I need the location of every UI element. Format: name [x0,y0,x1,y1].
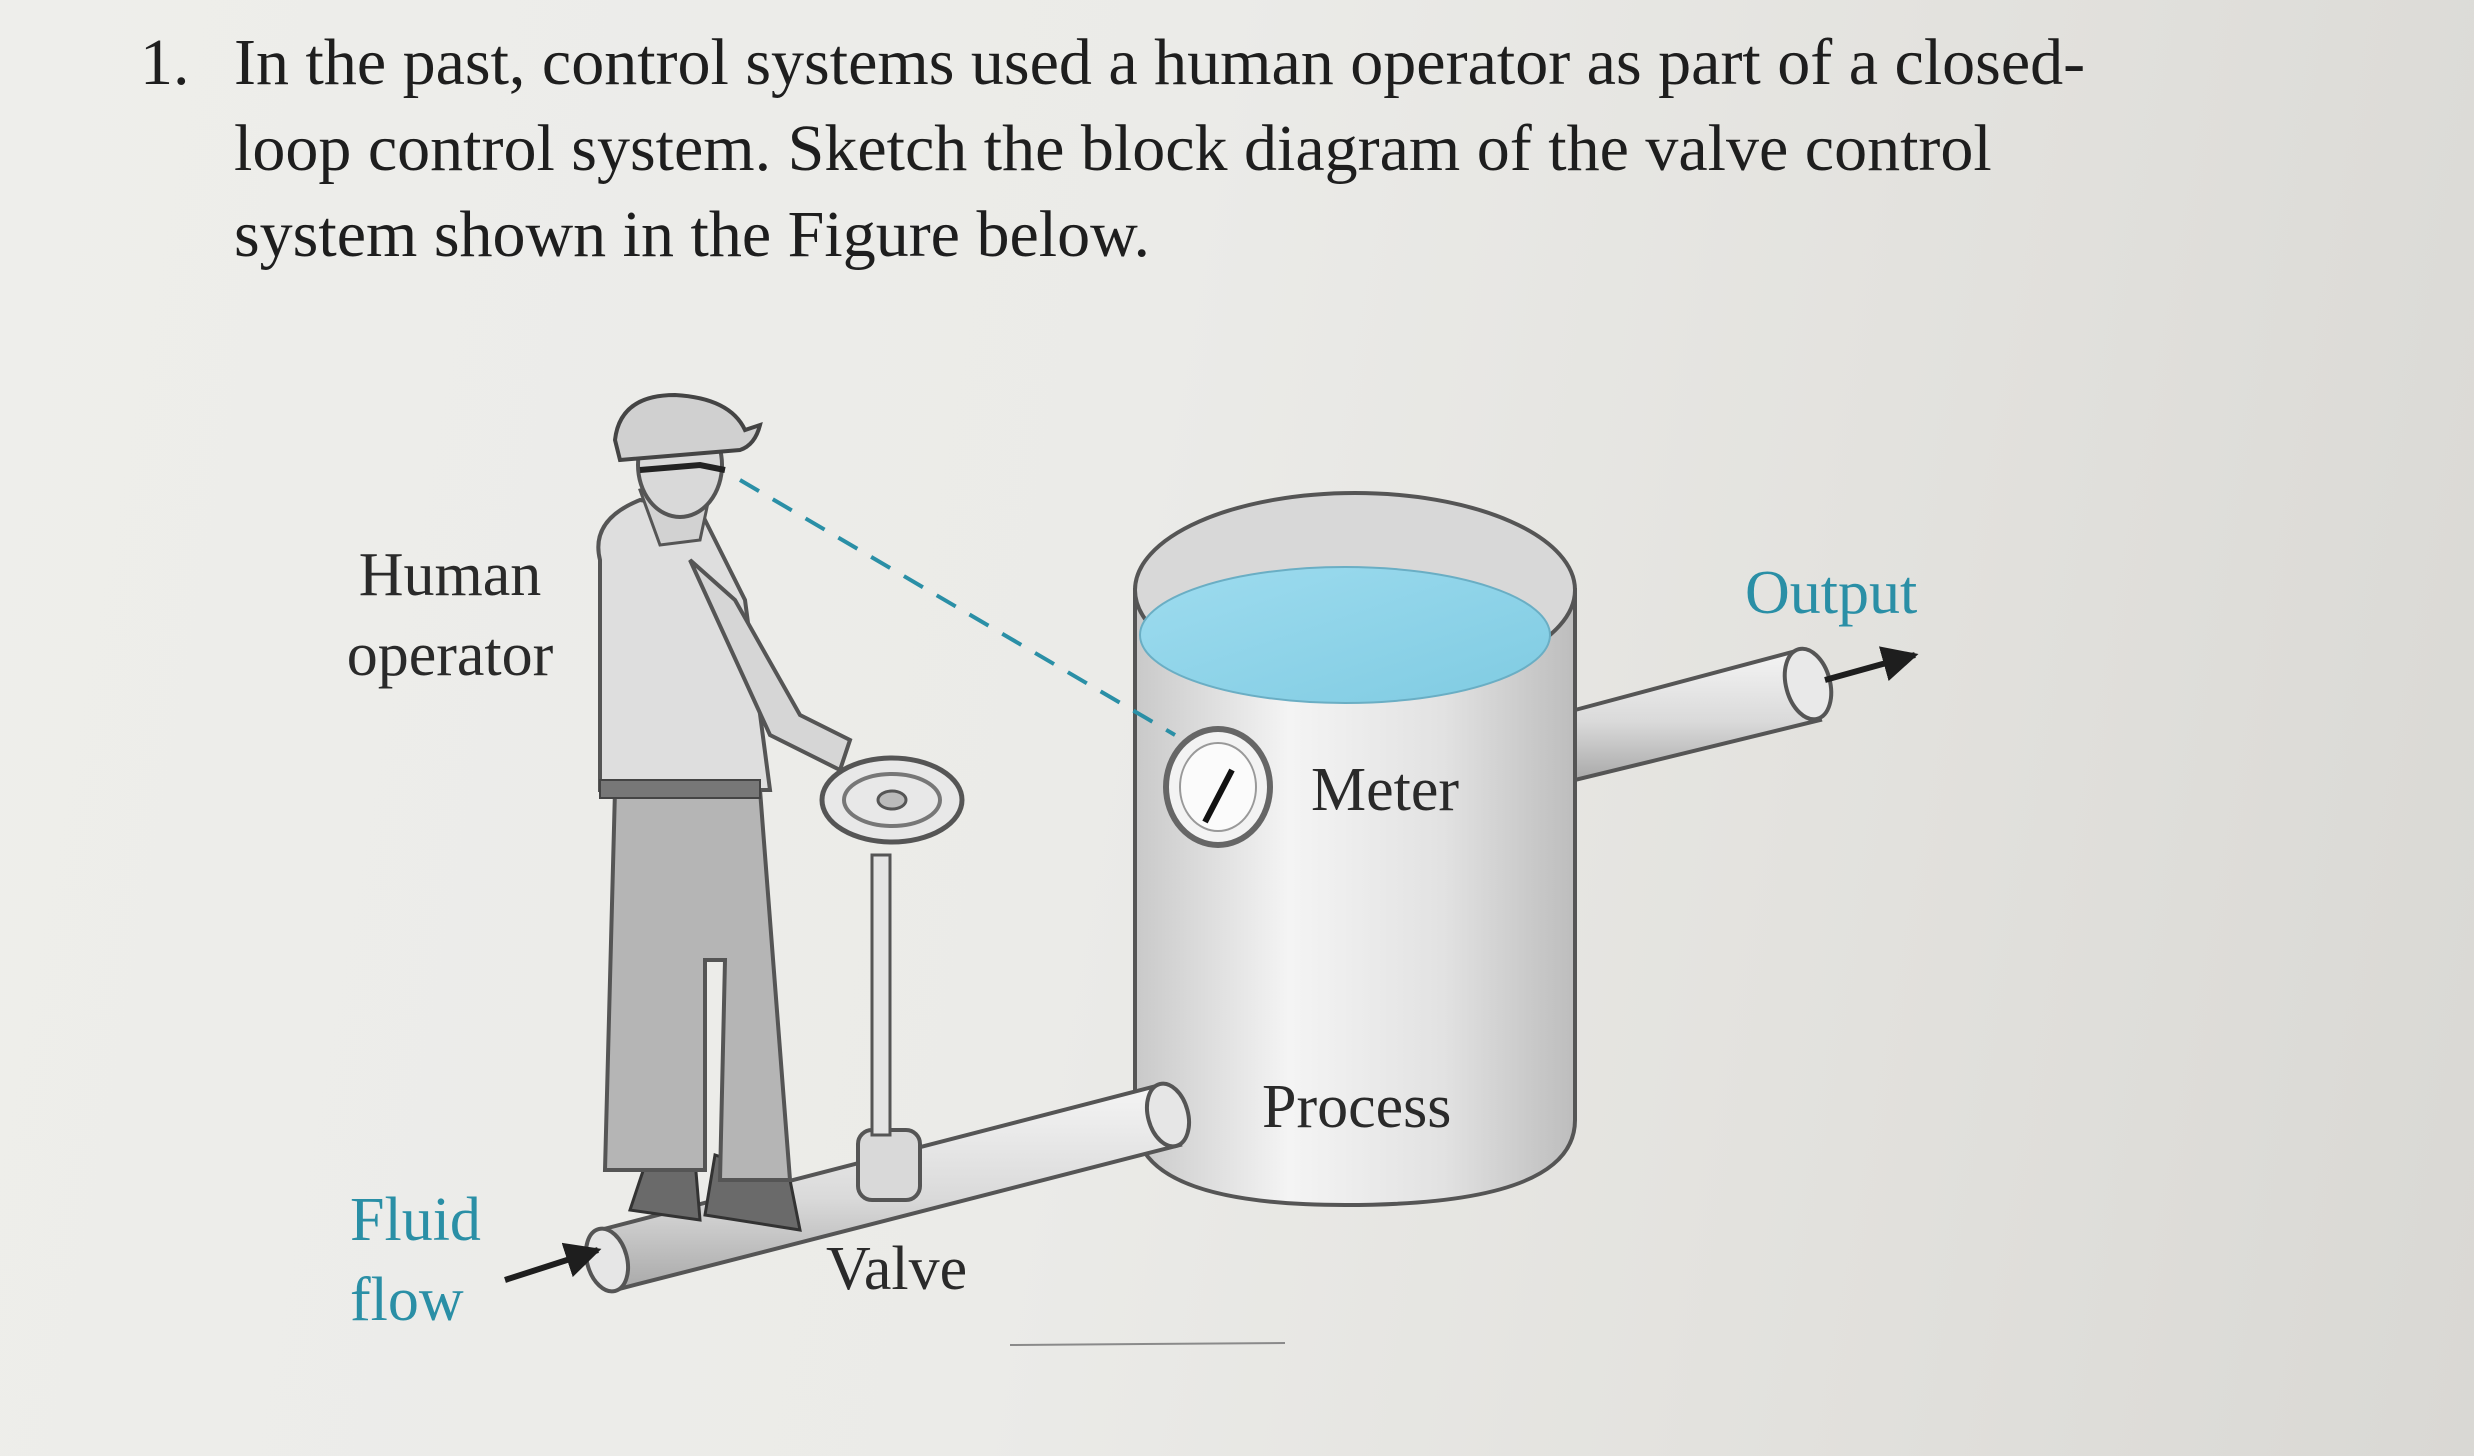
question-number: 1. [140,26,190,99]
meter-gauge [1163,726,1273,848]
pencil-mark [1009,1342,1286,1346]
valve [819,755,965,1202]
fluid-flow-arrow [504,1242,602,1283]
question-text: In the past, control systems used a huma… [234,26,2086,271]
output-pipe [1573,646,1919,783]
label-human-operator: Human operator [346,541,554,689]
sight-line [738,478,1177,737]
human-operator-figure [596,392,853,1232]
output-arrow [1824,646,1919,683]
label-fluid-flow: Fluid flow [350,1186,481,1334]
label-valve: Valve [826,1235,968,1303]
label-process: Process [1262,1073,1452,1141]
label-meter: Meter [1311,756,1460,824]
label-output: Output [1745,559,1918,627]
